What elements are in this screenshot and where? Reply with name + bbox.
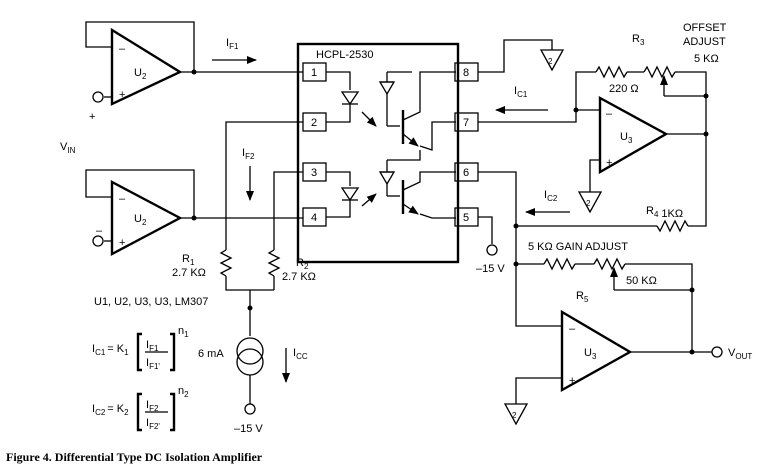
r2-value: 2.7 KΩ (282, 271, 316, 283)
r1-value: 2.7 KΩ (172, 267, 206, 279)
current-source-icon: –15 V 6 mA ICC (198, 337, 308, 435)
eq1-exp: n1 (178, 325, 189, 339)
ground-icon-3 (503, 403, 529, 426)
chip-body (296, 42, 460, 264)
r2-label: R2 (296, 257, 309, 271)
pin-7-label: 7 (463, 117, 469, 129)
input-terminal-plus (92, 91, 104, 103)
opamp-u2-top-plus: + (119, 89, 125, 101)
input-terminal-minus (92, 235, 104, 247)
ic1-label: IC1 (514, 85, 528, 99)
opamp-u2-top: U2 – + + (85, 21, 303, 123)
input-plus-sign: + (89, 111, 95, 123)
opamp-u3-top-label: U3 (620, 131, 633, 145)
ground-label-2: 2 (586, 199, 591, 208)
r5-label: R5 (576, 290, 589, 304)
pin8-ground: 2 (478, 39, 565, 73)
transistor-2-icon (387, 171, 456, 219)
current-source-value: 6 mA (198, 348, 224, 360)
opamp-u2-top-label: U2 (134, 67, 147, 81)
input-minus-sign: – (96, 225, 103, 237)
offset-value: 5 KΩ (694, 53, 719, 65)
opamp-u2-bottom-plus: + (119, 237, 125, 249)
chip-name: HCPL-2530 (316, 49, 373, 61)
pin-6-label: 6 (463, 167, 469, 179)
transistor-1-icon (387, 71, 456, 151)
r1-label: R1 (182, 253, 195, 267)
if1-label: IF1 (226, 37, 239, 51)
photodiode-1-icon (378, 71, 412, 126)
eq2-den: IF2' (146, 417, 160, 431)
opamp-u2-bottom: U2 – + – VIN (60, 141, 303, 256)
gain-adjust-label: 5 KΩ GAIN ADJUST (528, 241, 628, 253)
pin-5-label: 5 (463, 212, 469, 224)
photodiode-2-icon (378, 150, 421, 196)
vin-label: VIN (60, 141, 76, 155)
ground-label-3: 2 (512, 411, 517, 420)
neg15v-terminal-top (486, 244, 498, 256)
if2-current-arrow: IF2 (242, 147, 255, 201)
neg15v-label-top: –15 V (476, 263, 505, 275)
offset-adjust-line2: ADJUST (683, 36, 726, 48)
pin-3-label: 3 (311, 167, 317, 179)
r3-label: R3 (632, 33, 645, 47)
vout-terminal (711, 346, 723, 358)
opamp-u3-top-minus: – (606, 108, 613, 120)
vout-label: VOUT (728, 347, 752, 361)
neg15v-label-bottom: –15 V (234, 423, 263, 435)
icc-label: ICC (293, 347, 308, 361)
resistor-r5: 5 KΩ GAIN ADJUST R5 50 KΩ (516, 241, 695, 352)
opamp-u3-top-plus: + (606, 157, 612, 169)
ground-icon-2 (577, 191, 603, 214)
eq1-lhs: IC1= K1 (92, 343, 129, 357)
optocoupler-chip: HCPL-2530 1 2 3 4 5 6 7 8 (296, 42, 479, 264)
opamp-u3-top: U3 – + 2 (577, 95, 709, 227)
pin-2-label: 2 (311, 117, 317, 129)
ic1-current-arrow: IC1 (495, 85, 548, 114)
if2-label: IF2 (242, 147, 255, 161)
led-1-icon (326, 71, 377, 127)
led-2-icon (326, 171, 377, 218)
equation-ic1: IC1= K1 IF1 IF1' n1 (92, 325, 189, 372)
if1-current-arrow: IF1 (212, 37, 257, 64)
eq2-num: IF2 (146, 399, 159, 413)
opamp-u3-bottom-minus: – (569, 323, 576, 335)
eq2-lhs: IC2= K2 (92, 403, 129, 417)
figure-caption: Figure 4. Differential Type DC Isolation… (6, 450, 263, 464)
pin-8-label: 8 (463, 67, 469, 79)
resistor-r3: R3 220 Ω OFFSET ADJUST 5 KΩ (595, 22, 727, 134)
eq2-exp: n2 (178, 385, 189, 399)
ground-icon-1 (539, 49, 565, 72)
pin-4-label: 4 (311, 212, 317, 224)
neg15v-terminal-bottom (244, 403, 256, 415)
resistor-r1: R1 2.7 KΩ (172, 249, 274, 291)
ic2-current-arrow: IC2 (525, 189, 570, 216)
eq1-num: IF1 (146, 339, 159, 353)
eq1-den: IF1' (146, 357, 160, 371)
resistor-r2: R2 2.7 KΩ (267, 249, 316, 290)
offset-adjust-line1: OFFSET (683, 22, 727, 34)
r3-value: 220 Ω (609, 83, 639, 95)
opamp-u2-bottom-label: U2 (134, 213, 147, 227)
opamp-u3-bottom-label: U3 (584, 347, 597, 361)
opamp-u3-bottom: U3 – + VOUT 2 (503, 309, 752, 426)
opamp-u2-top-minus: – (119, 43, 126, 55)
equation-ic2: IC2= K2 IF2 IF2' n2 (92, 385, 189, 432)
ground-label-1: 2 (548, 57, 553, 66)
parts-list: U1, U2, U3, U3, LM307 (94, 296, 208, 308)
opamp-u3-bottom-plus: + (569, 375, 575, 387)
pin-1-label: 1 (311, 67, 317, 79)
opamp-u2-bottom-minus: – (119, 193, 126, 205)
r5-value: 50 KΩ (626, 275, 657, 287)
ic2-label: IC2 (544, 189, 558, 203)
